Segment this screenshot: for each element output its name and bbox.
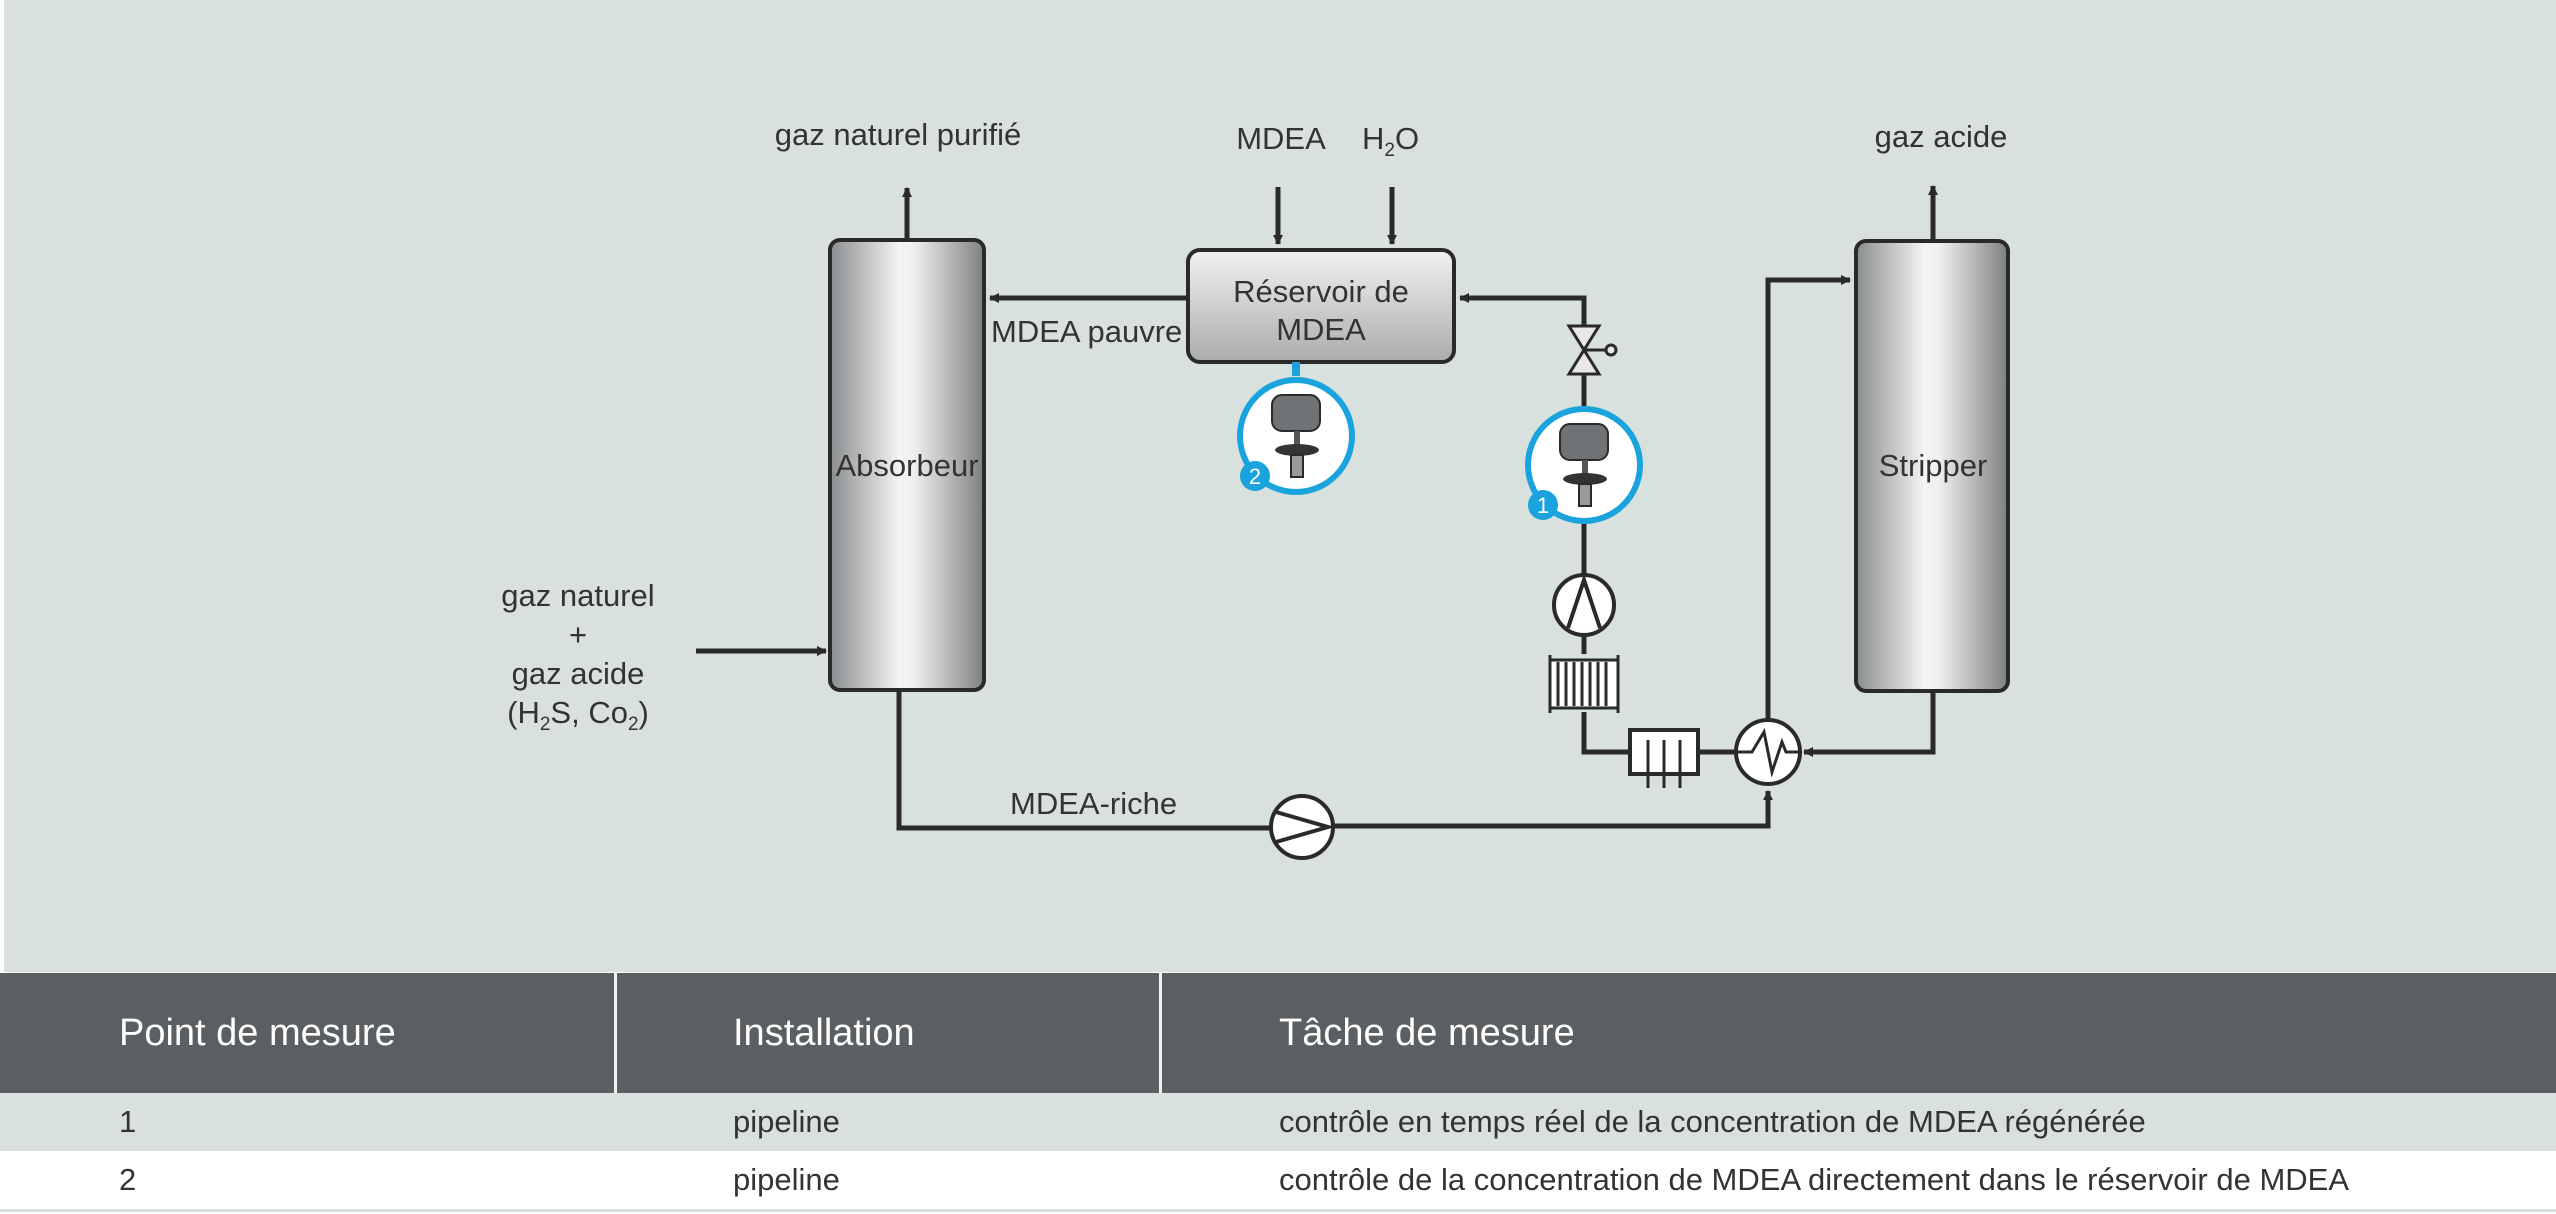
regen-pipe-b — [1581, 712, 1630, 755]
feed-line-1: gaz naturel — [501, 578, 654, 613]
point-1-number: 1 — [1537, 493, 1549, 518]
column-divider — [1159, 973, 1162, 1151]
measurement-point-2: 2 — [1237, 377, 1355, 495]
stripper-label: Stripper — [1879, 448, 1988, 483]
acid-gas-out-label: gaz acide — [1875, 119, 2008, 154]
rich-mdea-pipe-b — [1334, 790, 1773, 829]
header-measurement-point: Point de mesure — [119, 1012, 396, 1054]
measurement-table: Point de mesure Installation Tâche de me… — [0, 973, 2556, 1214]
mdea-tank: Réservoir de MDEA — [1186, 248, 1456, 364]
process-flow-svg: Absorbeur Stripper Réservoir de MDEA — [501, 117, 2010, 860]
absorber-label: Absorbeur — [835, 448, 978, 483]
column-divider — [614, 973, 617, 1151]
row-2-task: contrôle de la concentration de MDEA dir… — [1279, 1162, 2350, 1197]
row-1-task: contrôle en temps réel de la concentrati… — [1279, 1104, 2146, 1139]
header-measurement-task: Tâche de mesure — [1279, 1012, 1575, 1054]
rich-to-stripper-pipe — [1765, 275, 1851, 725]
row-2-installation: pipeline — [733, 1162, 840, 1197]
table-row: 1 pipeline contrôle en temps réel de la … — [0, 1093, 2556, 1151]
header-installation: Installation — [733, 1012, 915, 1054]
rich-mdea-pipe-a — [896, 690, 1270, 831]
h2o-input-label: H2O — [1362, 121, 1419, 161]
rich-pump-icon — [1269, 794, 1336, 860]
rich-mdea-label: MDEA-riche — [1010, 786, 1177, 821]
cooler-icon — [1548, 655, 1620, 713]
feed-line-4: (H2S, Co2) — [507, 695, 649, 735]
density-sensor-icon — [1271, 394, 1321, 478]
heat-exchanger-icon — [1734, 718, 1802, 786]
regen-pipe-f — [1459, 293, 1587, 330]
feed-line-3: gaz acide — [512, 656, 645, 691]
stripper-column: Stripper — [1854, 239, 2010, 693]
filter-icon — [1628, 728, 1700, 788]
density-sensor-icon — [1559, 423, 1609, 507]
absorber-column: Absorbeur — [828, 238, 986, 692]
pump-icon — [1552, 573, 1616, 637]
table-header: Point de mesure Installation Tâche de me… — [0, 973, 2556, 1093]
row-1-point: 1 — [119, 1104, 137, 1139]
pipe-network — [696, 185, 1938, 831]
lean-mdea-label: MDEA pauvre — [991, 314, 1182, 349]
measurement-point-1: 1 — [1525, 406, 1643, 524]
table-row: 2 pipeline contrôle de la concentration … — [0, 1151, 2556, 1212]
stripper-bottom-pipe — [1803, 691, 1936, 757]
purified-gas-label: gaz naturel purifié — [775, 117, 1021, 152]
point-2-number: 2 — [1249, 464, 1261, 489]
process-diagram: Absorbeur Stripper Réservoir de MDEA — [4, 0, 2556, 972]
control-valve-icon — [1566, 324, 1618, 376]
feed-label: gaz naturel + gaz acide (H2S, Co2) — [501, 578, 654, 735]
row-1-installation: pipeline — [733, 1104, 840, 1139]
tank-label-line2: MDEA — [1276, 312, 1366, 347]
feed-line-2: + — [569, 617, 587, 652]
mdea-input-label: MDEA — [1236, 121, 1326, 156]
tank-label-line1: Réservoir de — [1233, 274, 1409, 309]
row-2-point: 2 — [119, 1162, 137, 1197]
